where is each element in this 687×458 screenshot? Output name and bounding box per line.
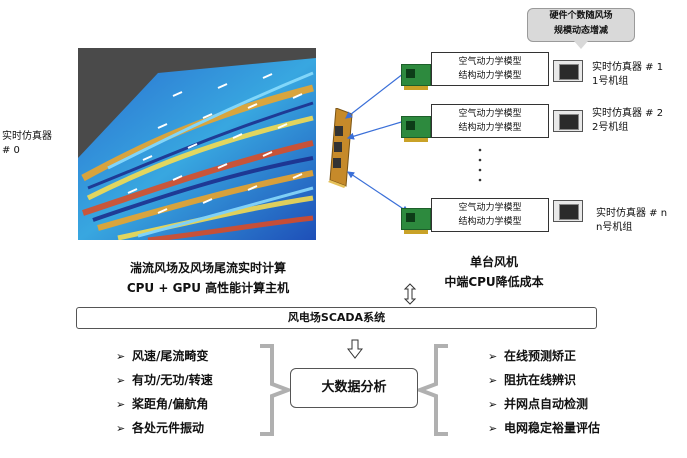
single-caption-line-2: 中端CPU降低成本 — [444, 275, 544, 289]
right-function-list: ➢ 在线预测矫正 ➢ 阻抗在线辨识 ➢ 并网点自动检测 ➢ 电网稳定裕量评估 — [488, 344, 600, 440]
host-caption: 湍流风场及风场尾流实时计算 CPU + GPU 高性能计算主机 — [96, 258, 320, 298]
turbine-2-card-icon — [401, 116, 431, 142]
left-bracket — [260, 344, 290, 436]
turbine-2-chip-icon — [553, 110, 583, 132]
turbine-n-unit-label: n号机组 — [596, 222, 633, 233]
arrow-bullet-icon: ➢ — [488, 422, 498, 435]
list-item: ➢ 桨距角/偏航角 — [116, 392, 213, 416]
turbine-1-sim-label: 实时仿真器 # 1 — [592, 62, 664, 73]
turbine-2-aero-label: 空气动力学模型 — [458, 109, 522, 119]
turbine-1-chip-icon — [553, 60, 583, 82]
left-list-text: 风速/尾流畸变 — [132, 349, 209, 363]
hardware-callout: 硬件个数随风场 规模动态增减 — [527, 8, 635, 49]
turbine-n-model-box: 空气动力学模型 结构动力学模型 — [431, 198, 549, 232]
arrow-bullet-icon: ➢ — [116, 398, 126, 411]
right-list-text: 在线预测矫正 — [504, 349, 577, 363]
list-item: ➢ 电网稳定裕量评估 — [488, 416, 600, 440]
arrow-bullet-icon: ➢ — [116, 422, 126, 435]
turbine-2-struct-label: 结构动力学模型 — [458, 123, 522, 133]
list-item: ➢ 阻抗在线辨识 — [488, 368, 600, 392]
single-caption-line-1: 单台风机 — [469, 255, 518, 269]
turbine-n-card-icon — [401, 208, 431, 234]
turbine-1-model-box: 空气动力学模型 结构动力学模型 — [431, 52, 549, 86]
turbine-1-struct-label: 结构动力学模型 — [458, 71, 522, 81]
turbine-1-unit-label: 1号机组 — [592, 76, 629, 87]
arrow-bullet-icon: ➢ — [488, 398, 498, 411]
left-metric-list: ➢ 风速/尾流畸变 ➢ 有功/无功/转速 ➢ 桨距角/偏航角 ➢ 各处元件振动 — [116, 344, 213, 440]
arrow-bullet-icon: ➢ — [116, 350, 126, 363]
simulator-0-label: 实时仿真器 # 0 — [2, 130, 52, 158]
single-turbine-caption: 单台风机 中端CPU降低成本 — [424, 252, 564, 292]
turbine-2-sim-label: 实时仿真器 # 2 — [592, 108, 664, 119]
left-list-text: 桨距角/偏航角 — [132, 397, 209, 411]
turbine-n-chip-icon — [553, 200, 583, 222]
callout-line-2: 规模动态增减 — [553, 26, 608, 36]
wind-field-image — [78, 48, 316, 240]
turbine-1-aero-label: 空气动力学模型 — [458, 57, 522, 67]
right-list-text: 阻抗在线辨识 — [504, 373, 577, 387]
arrow-bullet-icon: ➢ — [488, 350, 498, 363]
arrow-bullet-icon: ➢ — [488, 374, 498, 387]
big-data-analysis-box: 大数据分析 — [290, 368, 418, 408]
right-bracket — [418, 344, 448, 436]
arrow-bullet-icon: ➢ — [116, 374, 126, 387]
left-list-text: 各处元件振动 — [132, 421, 205, 435]
link-arrows — [345, 69, 410, 213]
turbine-2-unit-label: 2号机组 — [592, 122, 629, 133]
scada-system-box: 风电场SCADA系统 — [76, 307, 597, 329]
callout-line-1: 硬件个数随风场 — [549, 11, 613, 21]
list-item: ➢ 风速/尾流畸变 — [116, 344, 213, 368]
right-list-text: 并网点自动检测 — [504, 397, 589, 411]
turbine-n-struct-label: 结构动力学模型 — [458, 217, 522, 227]
turbine-n-sim-label: 实时仿真器 # n — [596, 208, 668, 219]
simulator-0-line-1: 实时仿真器 — [2, 131, 52, 142]
double-arrow-icon — [403, 283, 417, 305]
turbine-1-card-icon — [401, 64, 431, 90]
list-item: ➢ 在线预测矫正 — [488, 344, 600, 368]
turbine-2-model-box: 空气动力学模型 结构动力学模型 — [431, 104, 549, 138]
simulator-0-line-2: # 0 — [2, 145, 20, 156]
turbine-n-aero-label: 空气动力学模型 — [458, 203, 522, 213]
host-caption-line-2: CPU + GPU 高性能计算主机 — [126, 281, 290, 295]
ellipsis-icon — [478, 148, 482, 182]
right-list-text: 电网稳定裕量评估 — [504, 421, 601, 435]
left-list-text: 有功/无功/转速 — [132, 373, 213, 387]
list-item: ➢ 各处元件振动 — [116, 416, 213, 440]
down-arrow-icon — [347, 339, 363, 359]
gpu-card-icon — [328, 108, 353, 188]
list-item: ➢ 并网点自动检测 — [488, 392, 600, 416]
host-caption-line-1: 湍流风场及风场尾流实时计算 — [129, 261, 286, 275]
list-item: ➢ 有功/无功/转速 — [116, 368, 213, 392]
